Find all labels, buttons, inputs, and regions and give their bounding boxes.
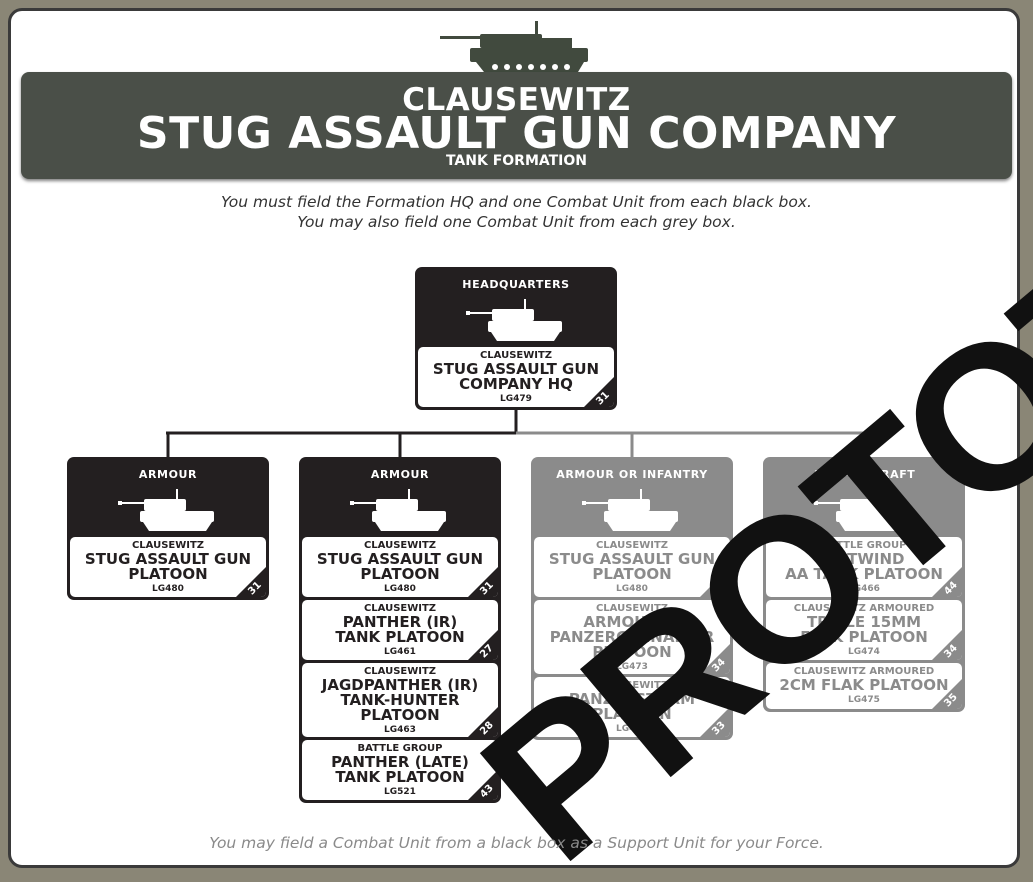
unit-card-name: PANZERSTURM bbox=[568, 690, 696, 708]
hq-card-pre: CLAUSEWITZ bbox=[479, 350, 553, 361]
unit-card-name: PLATOON bbox=[592, 565, 672, 583]
box-label: ARMOUR OR INFANTRY bbox=[556, 468, 708, 481]
page-corner bbox=[700, 707, 730, 737]
unit-card-name: STUG ASSAULT GUN bbox=[84, 550, 252, 568]
unit-card-code: LG475 bbox=[848, 695, 880, 705]
page-corner bbox=[468, 630, 498, 660]
instruction-line-1: You must field the Formation HQ and one … bbox=[221, 193, 812, 211]
unit-card-name: TANK-HUNTER bbox=[340, 691, 460, 709]
formation-title: STUG ASSAULT GUN COMPANY bbox=[136, 108, 897, 159]
box-label: ANTI-AIRCRAFT bbox=[812, 468, 916, 481]
unit-card-name: JAGDPANTHER (IR) bbox=[321, 676, 479, 694]
page-corner bbox=[932, 679, 962, 709]
unit-card-name: STUG ASSAULT GUN bbox=[548, 550, 716, 568]
box-label: ARMOUR bbox=[370, 468, 430, 481]
unit-card-name: TRIPLE 15MM bbox=[806, 613, 922, 631]
unit-card-name: PLATOON bbox=[360, 565, 440, 583]
unit-card-code: LG521 bbox=[384, 787, 416, 797]
unit-card-code: LG461 bbox=[384, 647, 416, 657]
hq-card[interactable]: CLAUSEWITZ STUG ASSAULT GUN COMPANY HQ L… bbox=[418, 347, 614, 407]
unit-card-code: LG480 bbox=[384, 584, 416, 594]
tank-icon bbox=[582, 489, 678, 531]
page-corner bbox=[932, 630, 962, 660]
instruction-line-2: You may also field one Combat Unit from … bbox=[297, 213, 736, 231]
page-corner bbox=[236, 567, 266, 597]
hq-box[interactable]: HEADQUARTERS CLAUSEWITZ STUG ASSAULT GUN… bbox=[415, 267, 617, 410]
unit-card-name: 2CM FLAK PLATOON bbox=[779, 676, 949, 694]
unit-card-pre: CLAUSEWITZ ARMOURED bbox=[793, 666, 935, 677]
unit-card-name: PANZERGRENADIER bbox=[549, 628, 715, 646]
unit-card-pre: BATTLE GROUP bbox=[357, 743, 443, 754]
unit-card-name: PLATOON bbox=[128, 565, 208, 583]
formation-type: TANK FORMATION bbox=[445, 153, 588, 169]
page-corner bbox=[468, 770, 498, 800]
footer-note: You may field a Combat Unit from a black… bbox=[209, 834, 824, 852]
unit-card-pre: BATTLE GROUP bbox=[821, 540, 907, 551]
unit-card-pre: CLAUSEWITZ bbox=[595, 680, 669, 691]
unit-card-name: TANK PLATOON bbox=[335, 768, 465, 786]
unit-card-name: AA TANK PLATOON bbox=[785, 565, 943, 583]
unit-card-pre: CLAUSEWITZ bbox=[131, 540, 205, 551]
hq-label: HEADQUARTERS bbox=[462, 278, 570, 291]
hq-card-code: LG479 bbox=[500, 394, 532, 404]
formation-subtitle: CLAUSEWITZ bbox=[402, 82, 631, 118]
unit-card-code: LG470 bbox=[616, 724, 648, 734]
unit-card-pre: CLAUSEWITZ bbox=[363, 666, 437, 677]
tank-icon bbox=[118, 489, 214, 531]
unit-card-code: LG473 bbox=[616, 662, 648, 672]
unit-card-name: ARMOURED bbox=[583, 613, 681, 631]
page-corner bbox=[468, 567, 498, 597]
tank-icon bbox=[350, 489, 446, 531]
page-corner bbox=[700, 567, 730, 597]
unit-card-name: TANK PLATOON bbox=[335, 628, 465, 646]
unit-card-pre: CLAUSEWITZ bbox=[363, 540, 437, 551]
unit-card-code: LG474 bbox=[848, 647, 880, 657]
hq-card-name-2: COMPANY HQ bbox=[459, 375, 573, 393]
unit-card-code: LG466 bbox=[848, 584, 880, 594]
unit-card-code: LG480 bbox=[616, 584, 648, 594]
unit-card-name: PLATOON bbox=[360, 706, 440, 724]
unit-card-name: PANTHER (LATE) bbox=[331, 753, 469, 771]
hq-card-name-1: STUG ASSAULT GUN bbox=[432, 360, 600, 378]
unit-card-pre: CLAUSEWITZ bbox=[363, 603, 437, 614]
page-corner bbox=[700, 644, 730, 674]
unit-card-name: OSTWIND bbox=[823, 550, 905, 568]
unit-card-name: PANTHER (IR) bbox=[342, 613, 458, 631]
unit-card-name: PLATOON bbox=[592, 643, 672, 661]
top-tank-icon bbox=[440, 21, 588, 72]
stug-tank-icon bbox=[466, 299, 562, 341]
unit-card-pre: CLAUSEWITZ bbox=[595, 603, 669, 614]
unit-card-code: LG463 bbox=[384, 725, 416, 735]
page-corner bbox=[468, 707, 498, 737]
box-label: ARMOUR bbox=[138, 468, 198, 481]
page-corner bbox=[932, 567, 962, 597]
aa-tank-icon bbox=[814, 489, 910, 531]
unit-card-code: LG480 bbox=[152, 584, 184, 594]
unit-card-name: FLAK PLATOON bbox=[800, 628, 928, 646]
unit-card-pre: CLAUSEWITZ ARMOURED bbox=[793, 603, 935, 614]
page-corner bbox=[584, 377, 614, 407]
unit-card-pre: CLAUSEWITZ bbox=[595, 540, 669, 551]
unit-card-name: PLATOON bbox=[592, 705, 672, 723]
unit-card-name: STUG ASSAULT GUN bbox=[316, 550, 484, 568]
title-banner bbox=[21, 72, 1012, 179]
